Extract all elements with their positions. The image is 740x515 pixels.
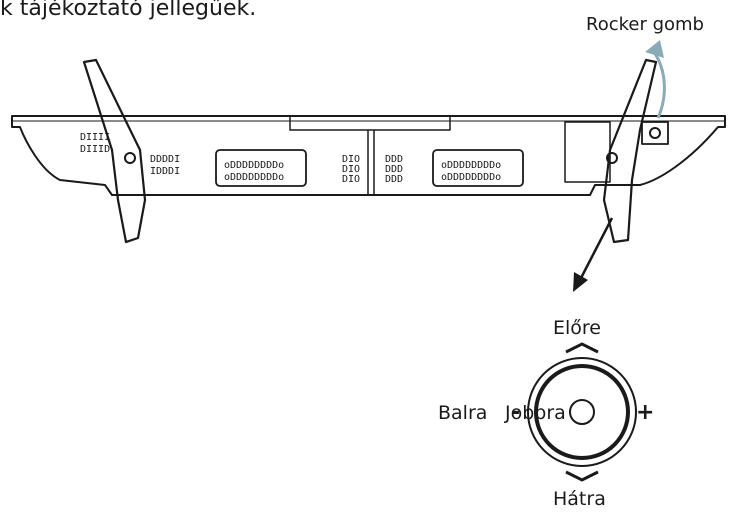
joystick-minus-sign: - — [511, 400, 521, 425]
rocker-button — [641, 121, 669, 145]
rocker-callout-arrow — [652, 51, 666, 119]
joystick-detail — [527, 342, 637, 482]
svg-text:DIIID: DIIID — [80, 144, 110, 155]
joystick-plus-sign: + — [636, 400, 655, 425]
svg-text:oDDDDDDDDo: oDDDDDDDDo — [224, 160, 284, 171]
svg-text:DDD: DDD — [385, 164, 403, 175]
caption-text: k tájékoztató jellegűek. — [0, 0, 257, 21]
svg-text:DDD: DDD — [385, 174, 403, 185]
svg-text:DDDDI: DDDDI — [150, 154, 180, 165]
svg-text:DDD: DDD — [385, 154, 403, 165]
joystick-left-label: Balra — [438, 402, 488, 424]
joystick-back-label: Hátra — [553, 488, 606, 510]
joystick-forward-label: Előre — [553, 317, 601, 339]
vent-left — [215, 149, 307, 187]
joystick-right-label: Jobbra — [505, 402, 566, 424]
svg-text:IDDDI: IDDDI — [150, 166, 180, 177]
svg-text:DIO: DIO — [342, 174, 360, 185]
svg-text:DIIII: DIIII — [80, 132, 110, 143]
vent-right — [432, 149, 524, 187]
left-stand — [82, 58, 147, 244]
svg-text:DIO: DIO — [342, 164, 360, 175]
svg-text:oDDDDDDDDo: oDDDDDDDDo — [441, 160, 501, 171]
svg-text:oDDDDDDDDo: oDDDDDDDDo — [224, 172, 284, 183]
detail-pointer-arrow — [578, 217, 614, 281]
svg-text:DIO: DIO — [342, 154, 360, 165]
tv-body — [11, 115, 726, 196]
right-stand — [602, 58, 658, 244]
center-mount — [289, 115, 451, 131]
rocker-button-label: Rocker gomb — [586, 14, 704, 35]
svg-text:oDDDDDDDDo: oDDDDDDDDo — [441, 172, 501, 183]
